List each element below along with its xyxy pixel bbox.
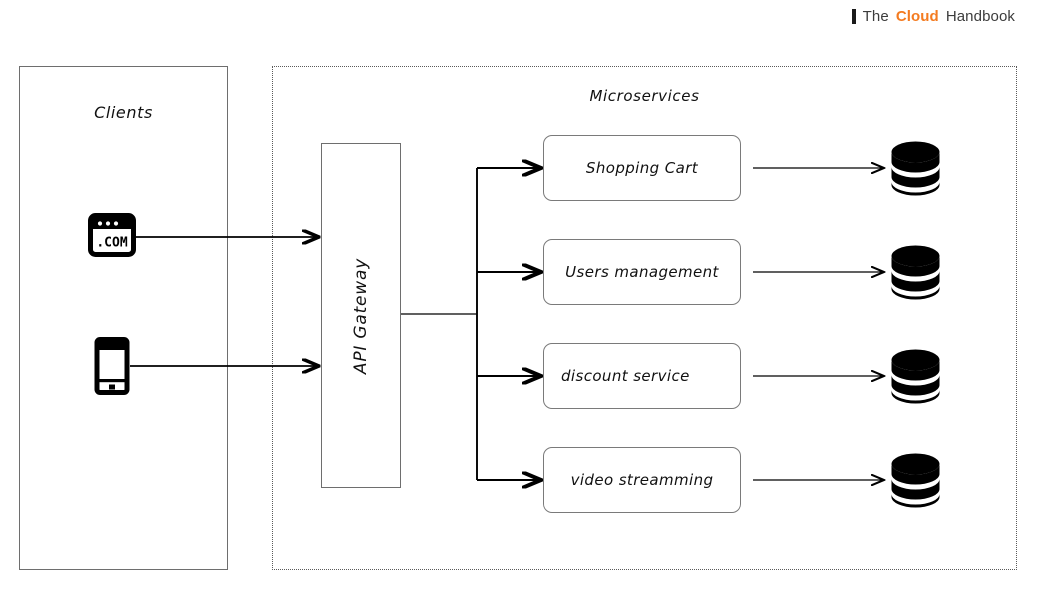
api-gateway-label-wrap: API Gateway — [321, 143, 401, 488]
clients-container — [19, 66, 228, 570]
vertical-bar-icon — [851, 9, 856, 24]
svg-text:.COM: .COM — [96, 236, 127, 251]
database-cylinder-icon — [891, 141, 940, 196]
api-gateway-label: API Gateway — [351, 257, 372, 374]
browser-window-icon: .COM — [88, 213, 136, 257]
mobile-phone-icon — [94, 337, 130, 395]
clients-title: Clients — [94, 103, 153, 122]
service-discount-service[interactable]: discount service — [543, 343, 741, 409]
service-users-management[interactable]: Users management — [543, 239, 741, 305]
brand-header: The Cloud Handbook — [851, 8, 1015, 25]
service-label: Users management — [565, 263, 719, 281]
api-gateway-box — [321, 143, 401, 488]
service-shopping-cart[interactable]: Shopping Cart — [543, 135, 741, 201]
database-cylinder-icon — [891, 349, 940, 404]
database-cylinder-icon — [891, 453, 940, 508]
service-video-streamming[interactable]: video streamming — [543, 447, 741, 513]
service-label: Shopping Cart — [585, 159, 699, 177]
brand-prefix: The — [862, 8, 889, 25]
microservices-container — [272, 66, 1017, 570]
service-label: discount service — [561, 367, 690, 385]
service-label: video streamming — [570, 471, 714, 489]
database-cylinder-icon — [891, 245, 940, 300]
microservices-title: Microservices — [589, 87, 700, 105]
brand-suffix: Handbook — [945, 8, 1015, 25]
brand-accent-word: Cloud — [895, 8, 939, 25]
